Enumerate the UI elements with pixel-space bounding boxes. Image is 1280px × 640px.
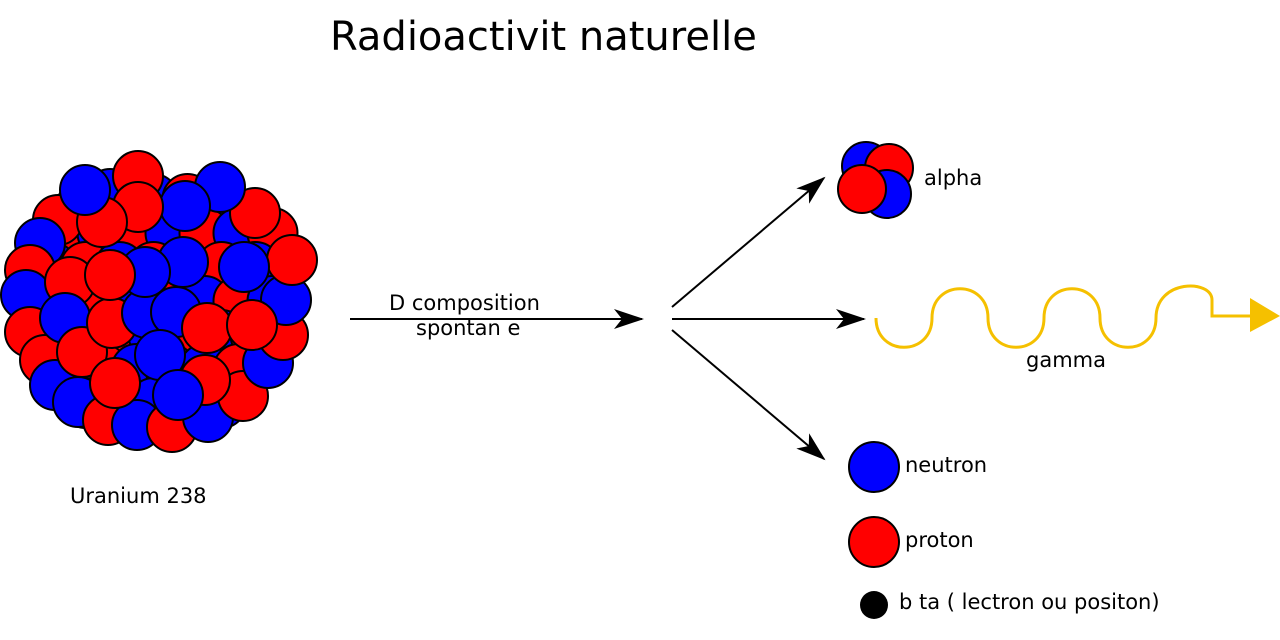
process-label-line2: spontan e	[416, 316, 520, 340]
proton	[266, 234, 318, 286]
diagram-title: Radioactivit naturelle	[330, 14, 757, 60]
proton	[229, 187, 281, 239]
proton	[84, 249, 136, 301]
neutron	[159, 180, 211, 232]
beta-arrow	[671, 329, 826, 461]
beta-legend-icon	[860, 591, 888, 619]
gamma-label: gamma	[1026, 348, 1106, 372]
gamma-arrowhead	[1250, 298, 1280, 332]
neutron-legend-icon	[848, 441, 900, 493]
uranium-nucleus	[0, 150, 318, 453]
alpha-label: alpha	[924, 166, 982, 190]
neutron	[59, 164, 111, 216]
neutron	[152, 369, 204, 421]
proton-legend-label: proton	[905, 528, 974, 552]
alpha-arrow	[671, 176, 826, 308]
beta-legend-label: b ta ( lectron ou positon)	[899, 590, 1160, 614]
gamma-wave	[874, 284, 1250, 349]
proton-legend-icon	[848, 516, 900, 568]
proton	[226, 299, 278, 351]
proton	[181, 302, 233, 354]
neutron-legend-label: neutron	[905, 453, 987, 477]
proton	[89, 357, 141, 409]
alpha-particle	[837, 141, 914, 219]
process-label-line1: D composition	[389, 291, 540, 315]
neutron	[218, 241, 270, 293]
nucleus-label: Uranium 238	[70, 484, 207, 508]
